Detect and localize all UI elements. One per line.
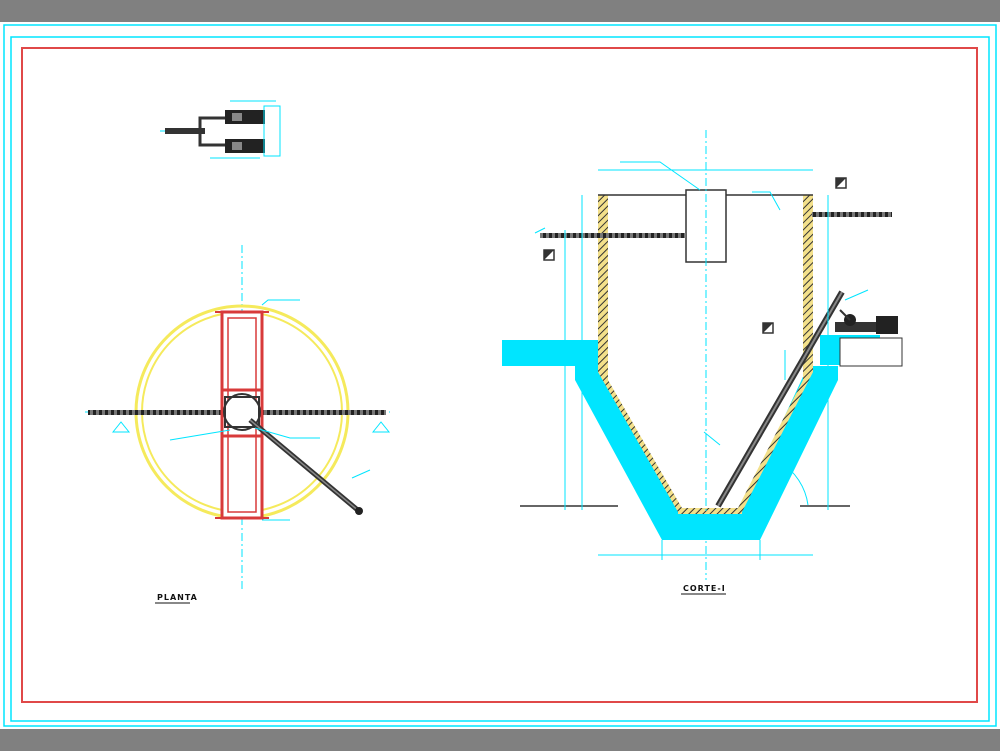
- plan-view: [85, 245, 391, 590]
- outlet-pipe-section: [812, 212, 892, 217]
- plan-title: PLANTA: [157, 593, 198, 602]
- elevation-triangle-icon: [371, 421, 391, 433]
- elevation-triangle-icon: [111, 421, 131, 433]
- inner-frame: [21, 47, 978, 703]
- section-view: [502, 130, 903, 580]
- hopper-concrete: [575, 366, 838, 540]
- outer-frame: [3, 24, 997, 727]
- inlet-pipe: [88, 410, 223, 415]
- wall-left: [598, 195, 682, 512]
- section-title: CORTE-I: [683, 584, 726, 593]
- inlet-pipe-section: [540, 233, 686, 238]
- outlet-pipe: [262, 410, 386, 415]
- pump-assembly: [835, 309, 898, 334]
- outer-frame-2: [10, 36, 990, 722]
- pipe-detail: [160, 100, 281, 159]
- wall-right: [738, 195, 813, 512]
- slab-left: [502, 340, 600, 366]
- sheet-paper: [0, 22, 1000, 729]
